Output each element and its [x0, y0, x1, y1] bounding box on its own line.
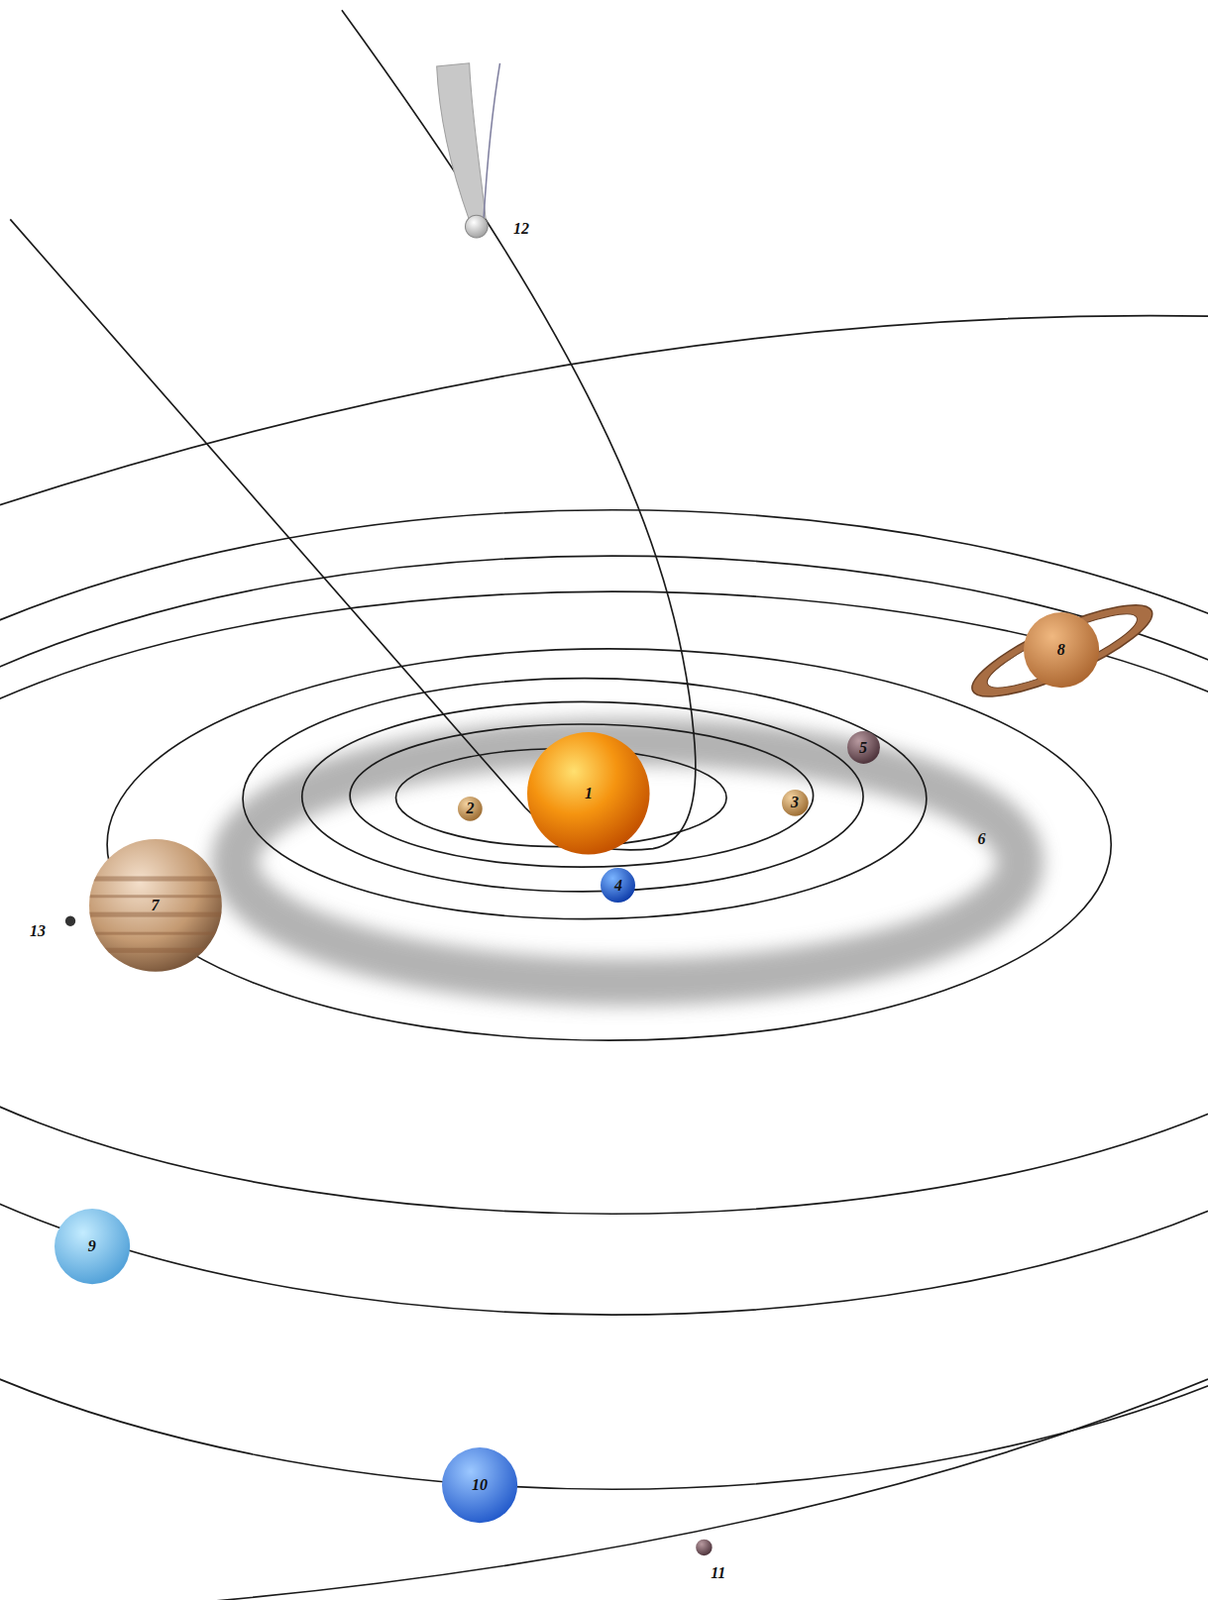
- callout-number: 6: [977, 831, 986, 848]
- planet-circle: 9: [54, 1208, 130, 1285]
- planet-circle: 10: [441, 1447, 518, 1524]
- callout-number: 9: [88, 1238, 97, 1255]
- planet-circle: 3: [781, 789, 809, 817]
- callout-number: 12: [513, 220, 530, 237]
- callout-number: 2: [466, 800, 475, 817]
- callout-number: 10: [471, 1477, 488, 1494]
- callout-number: 5: [859, 740, 868, 757]
- sun-circle: 1: [527, 732, 651, 856]
- callout-number: 8: [1057, 642, 1066, 659]
- callout-number: 13: [29, 923, 46, 940]
- callout-number: 11: [710, 1565, 726, 1582]
- callout-number: 4: [614, 878, 623, 894]
- planet-circle: 5: [847, 731, 880, 765]
- planet-circle: 2: [457, 796, 483, 822]
- callout-number: 7: [150, 897, 159, 914]
- planet-circle: 8: [1023, 612, 1099, 688]
- callout-number: 1: [584, 785, 593, 802]
- planet-circle: 7: [89, 839, 222, 973]
- planet-circle: 4: [600, 868, 636, 903]
- callout-number: 3: [790, 794, 799, 811]
